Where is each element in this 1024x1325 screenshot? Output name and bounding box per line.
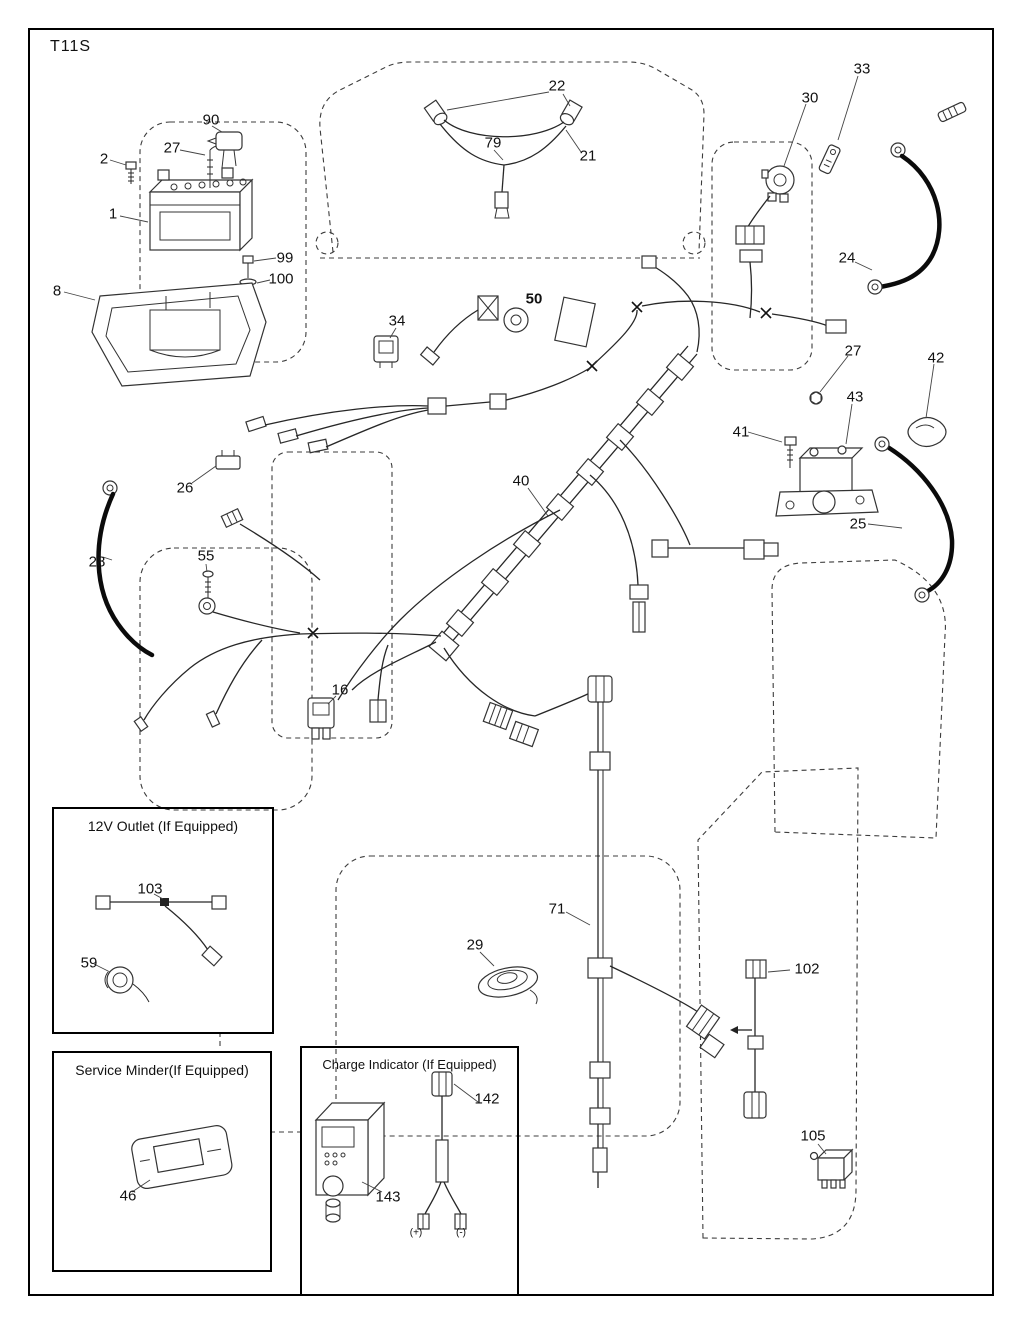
inset-12v-outlet: 12V Outlet (If Equipped) [52,807,274,1034]
connector-fan [245,300,847,454]
bolt-2 [109,159,137,184]
screw-55 [198,563,216,615]
left-branch-wires [133,611,442,733]
terminal-boot-42 [907,363,947,448]
fuse-26 [191,450,321,581]
ignition-switch [735,103,807,319]
switch-16 [307,644,389,740]
cut-marks [307,301,772,639]
battery-cable-25 [867,436,955,603]
ground-cable-24 [854,101,967,295]
inset-12v-outlet-title: 12V Outlet (If Equipped) [87,818,239,834]
battery [119,167,254,252]
diagram-code: T11S [50,38,92,55]
inset-charge-indicator-title: Charge Indicator (If Equipped) [322,1057,497,1072]
inset-charge-indicator: Charge Indicator (If Equipped) [300,1046,519,1296]
service-minder-art [131,1125,233,1193]
charge-indicator-art [314,1071,479,1230]
horn-29 [477,951,539,1005]
main-harness [337,255,779,748]
chassis-outlines [139,61,946,1240]
ground-cable-28 [96,480,155,658]
solenoid-assembly [747,355,879,517]
relay-105 [809,1143,854,1189]
headlight-harness [423,91,583,219]
switch-34 [373,327,399,368]
connector-50 [419,295,596,366]
relay-90 [206,125,243,169]
harness-102 [730,959,791,1119]
ignition-key [818,75,859,175]
outlet-inset-art [93,893,227,1003]
inset-service-minder: Service Minder(If Equipped) [52,1051,272,1272]
battery-tray [63,282,267,387]
inset-service-minder-title: Service Minder(If Equipped) [75,1062,249,1078]
harness-71 [565,675,725,1188]
